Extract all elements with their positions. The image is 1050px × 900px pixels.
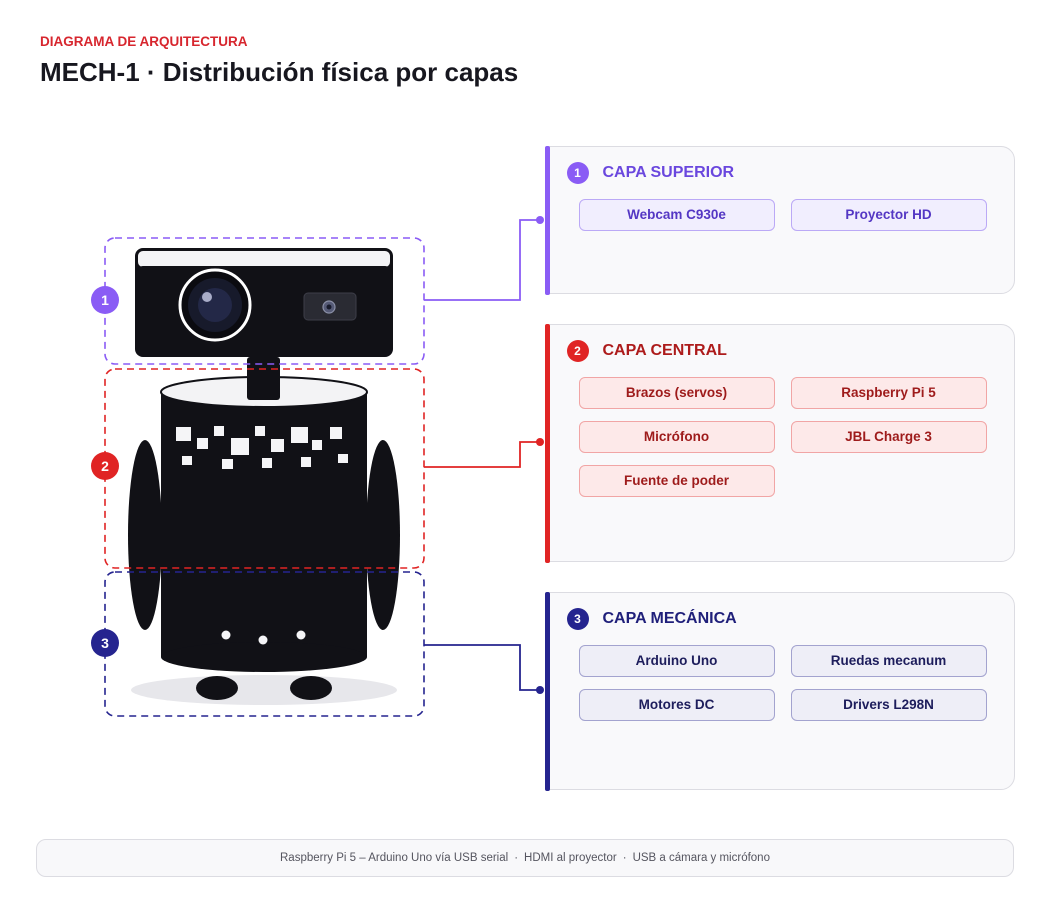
webcam-pupil — [326, 304, 332, 310]
layer-1-title: CAPA SUPERIOR — [602, 163, 735, 181]
status-dot — [221, 630, 231, 640]
connection-note: Raspberry Pi 5 – Arduino Uno vía USB ser… — [280, 852, 509, 864]
head-top-strip — [138, 251, 390, 267]
layer-2-badge: 2 — [566, 339, 589, 362]
layer-markers: 1 2 3 — [91, 286, 119, 657]
diagram-eyebrow: DIAGRAMA DE ARQUITECTURA — [40, 34, 248, 49]
layer-1-connector — [424, 219, 540, 301]
component-chip: Proyector HD — [790, 198, 987, 231]
projector-head — [135, 248, 393, 357]
layer-2-connector-dot — [536, 438, 544, 446]
layer-1-panel: 1 CAPA SUPERIOR Webcam C930e Proyector H… — [544, 145, 1015, 295]
robot-feet — [196, 676, 332, 700]
layer-3-connector — [424, 644, 540, 691]
layer-1-outline — [104, 237, 425, 365]
layer-1-marker — [91, 286, 119, 314]
layer-1-connector-dot — [536, 216, 544, 224]
component-chip: Arduino Uno — [578, 644, 775, 677]
led-pixel — [222, 459, 233, 469]
led-pixel — [338, 454, 348, 463]
led-pixel — [231, 438, 249, 455]
layer-2-connector — [424, 441, 540, 468]
layer-2-marker — [91, 452, 119, 480]
status-dots — [221, 630, 306, 645]
projector-lens — [178, 268, 252, 342]
led-pixel — [214, 426, 224, 436]
component-chip: Drivers L298N — [790, 688, 987, 721]
connections-footer: Raspberry Pi 5 – Arduino Uno vía USB ser… — [36, 839, 1014, 877]
led-pixel — [301, 457, 311, 467]
layer-2-panel: 2 CAPA CENTRAL Brazos (servos) Raspberry… — [544, 323, 1015, 563]
layer-1-components: Webcam C930e Proyector HD — [578, 198, 987, 231]
layer-3-badge: 3 — [566, 607, 589, 630]
led-pixel — [182, 456, 192, 465]
lens-inner — [198, 288, 232, 322]
floor-shadow — [131, 675, 397, 705]
footer-separator: · — [622, 852, 627, 864]
layer-1-badge: 1 — [566, 161, 589, 184]
left-foot — [196, 676, 238, 700]
led-pixel — [291, 427, 308, 443]
status-dot — [258, 635, 268, 645]
layer-3-panel: 3 CAPA MECÁNICA Arduino Uno Ruedas mecan… — [544, 591, 1015, 791]
connection-note: USB a cámara y micrófono — [632, 852, 770, 864]
connector-endpoints — [536, 216, 544, 694]
layer-1-marker-number: 1 — [101, 292, 109, 308]
layer-3-accent-bar — [544, 591, 550, 791]
layer-2-accent-bar — [544, 323, 550, 563]
body-bottom — [161, 642, 367, 672]
led-pixel — [262, 458, 272, 468]
layer-2-header: 2 CAPA CENTRAL — [566, 339, 727, 362]
layer-3-connector-dot — [536, 686, 544, 694]
led-pixel — [255, 426, 265, 436]
component-chip: JBL Charge 3 — [790, 420, 987, 453]
status-dot — [296, 630, 306, 640]
component-chip: Ruedas mecanum — [790, 644, 987, 677]
led-pixel — [330, 427, 342, 439]
led-pixel-display — [176, 426, 348, 469]
right-foot — [290, 676, 332, 700]
layer-1-header: 1 CAPA SUPERIOR — [566, 161, 735, 184]
component-chip: Fuente de poder — [578, 464, 775, 497]
led-pixel — [197, 438, 208, 449]
component-chip: Motores DC — [578, 688, 775, 721]
robot-neck — [247, 357, 280, 400]
layer-3-header: 3 CAPA MECÁNICA — [566, 607, 737, 630]
connection-note: HDMI al proyector — [524, 852, 617, 864]
layer-3-marker-number: 3 — [101, 635, 109, 651]
component-chip: Webcam C930e — [578, 198, 775, 231]
component-chip: Raspberry Pi 5 — [790, 376, 987, 409]
led-pixel — [176, 427, 191, 441]
layer-2-marker-number: 2 — [101, 458, 109, 474]
page-title: MECH-1 · Distribución física por capas — [40, 57, 519, 87]
lens-highlight — [202, 292, 212, 302]
layer-1-accent-bar — [544, 145, 550, 295]
layer-2-title: CAPA CENTRAL — [602, 341, 727, 359]
right-arm — [366, 440, 400, 630]
component-chip: Brazos (servos) — [578, 376, 775, 409]
component-chip: Micrófono — [578, 420, 775, 453]
layer-connectors — [424, 219, 540, 691]
layer-2-components: Brazos (servos) Raspberry Pi 5 Micrófono… — [578, 376, 987, 497]
layer-3-marker — [91, 629, 119, 657]
layer-3-components: Arduino Uno Ruedas mecanum Motores DC Dr… — [578, 644, 987, 721]
webcam — [303, 292, 357, 321]
layer-3-title: CAPA MECÁNICA — [602, 609, 737, 627]
footer-separator: · — [514, 852, 519, 864]
robot-illustration — [128, 248, 400, 705]
robot-body — [160, 376, 368, 672]
left-arm — [128, 440, 162, 630]
led-pixel — [312, 440, 322, 450]
led-pixel — [271, 439, 284, 452]
